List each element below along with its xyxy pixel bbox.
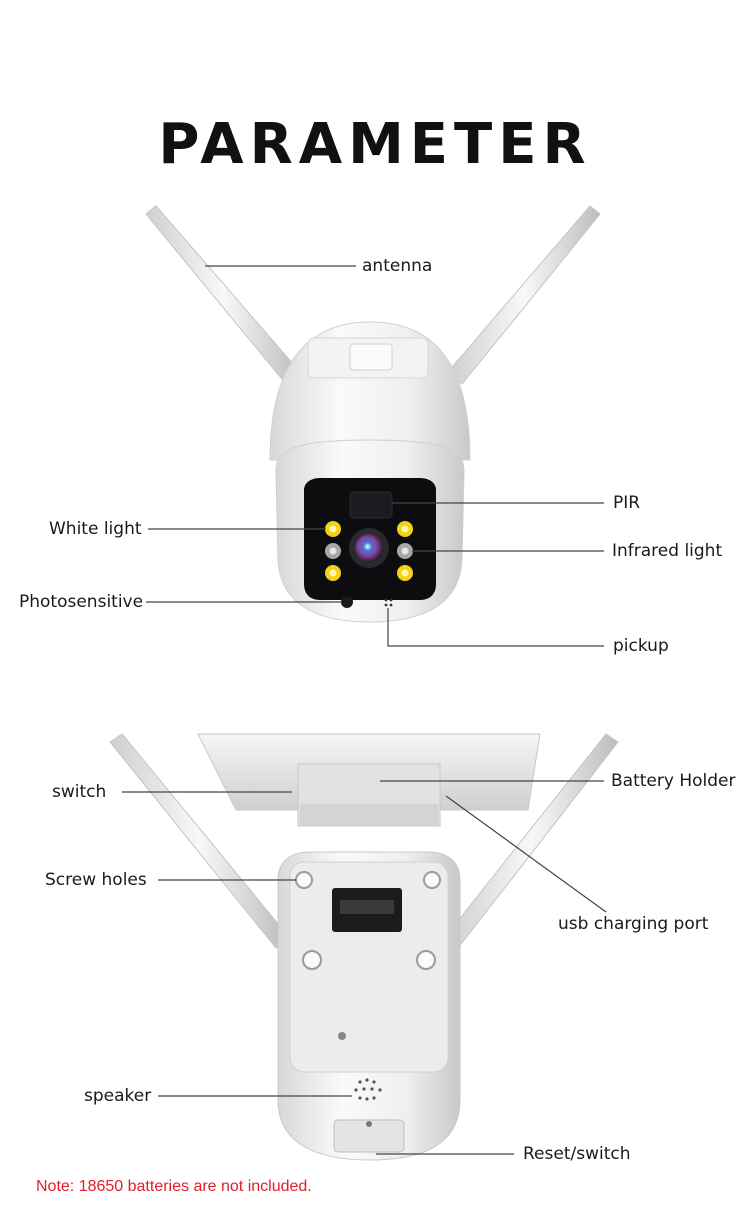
speaker-grille: [354, 1078, 382, 1101]
photosensitive-sensor: [341, 596, 353, 608]
label-screw-holes: Screw holes: [45, 870, 147, 890]
label-speaker: speaker: [84, 1086, 152, 1106]
label-infrared-light: Infrared light: [612, 541, 723, 561]
front-leader-lines: [146, 265, 604, 647]
pir-sensor: [349, 491, 393, 519]
white-light-leds: [325, 521, 413, 581]
label-pickup: pickup: [613, 636, 669, 656]
label-pir: PIR: [613, 493, 641, 513]
reset-switch: [333, 1119, 405, 1153]
label-photosensitive: Photosensitive: [19, 592, 144, 612]
label-switch: switch: [52, 782, 107, 802]
antenna-right: [447, 205, 601, 385]
pickup-mic: [384, 598, 393, 607]
back-camera: [109, 733, 619, 1161]
label-reset-switch: Reset/switch: [523, 1144, 631, 1164]
page-title: PARAMETER: [158, 112, 592, 177]
label-usb-charging-port: usb charging port: [558, 914, 709, 934]
front-camera: [145, 205, 601, 623]
antenna-left: [145, 205, 301, 385]
label-white-light: White light: [49, 519, 142, 539]
label-battery-holder: Battery Holder: [611, 771, 736, 791]
label-antenna: antenna: [362, 256, 433, 276]
infrared-leds: [325, 543, 413, 559]
back-leader-lines: [122, 780, 607, 1155]
battery-note: Note: 18650 batteries are not included.: [36, 1178, 312, 1195]
